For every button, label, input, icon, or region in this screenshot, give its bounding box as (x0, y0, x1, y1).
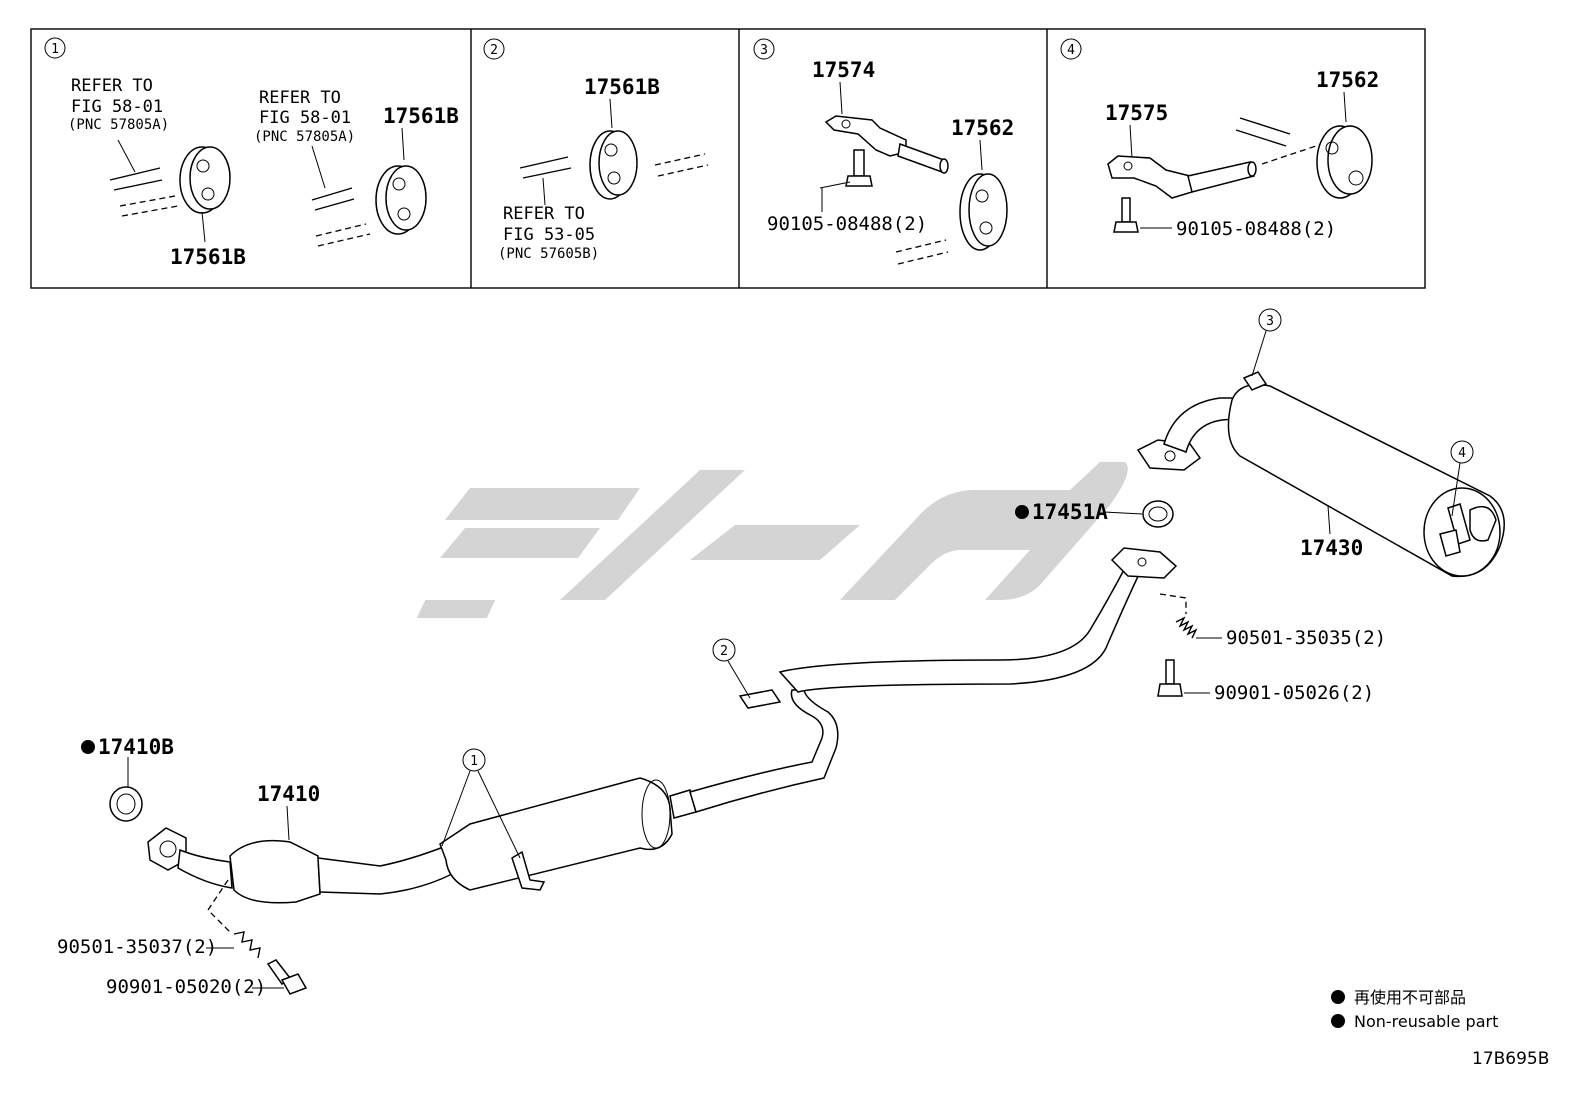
rubber-hanger-icon (179, 146, 231, 214)
callout-1: 1 (441, 748, 521, 859)
panel-1-index-circle (44, 37, 66, 59)
bolt-icon (1113, 197, 1139, 233)
panel-1-ref-b-pnc: (PNC 57805A) (254, 129, 355, 145)
spring-icon (233, 931, 261, 959)
panel-2-ref-pnc: (PNC 57605B) (498, 246, 599, 262)
part-spring-front-label: 90501-35037(2) (57, 936, 217, 958)
panel-1-ref-a-line2: FIG 58-01 (71, 97, 163, 117)
part-gasket-front-label: 17410B (98, 735, 174, 759)
part-tail-pipe-label: 17430 (1300, 536, 1363, 560)
part-spring-rear-label: 90501-35035(2) (1226, 627, 1386, 649)
panel-4-bracket-label: 17575 (1105, 101, 1168, 125)
rubber-hanger-icon (1316, 125, 1373, 199)
part-front-pipe-label: 17410 (257, 782, 320, 806)
panel-2-ref-line2: FIG 53-05 (503, 225, 595, 245)
spring-icon (1175, 616, 1198, 639)
gasket-rear (1142, 500, 1174, 528)
gasket-front (109, 786, 143, 822)
svg-text:3: 3 (1266, 314, 1274, 329)
panel-3: 3 17574 90105-08488(2) 17562 (753, 38, 1014, 265)
panel-4-hanger-label: 17562 (1316, 68, 1379, 92)
non-reusable-dot-icon (1331, 990, 1345, 1004)
callout-2: 2 (712, 638, 751, 699)
front-exhaust-pipe (147, 827, 453, 904)
panel-1-index: 1 (51, 42, 59, 57)
panel-4-index: 4 (1067, 43, 1075, 58)
watermark-logo (416, 462, 1128, 618)
rubber-hanger-icon (589, 130, 638, 200)
panel-2-ref-line1: REFER TO (503, 204, 585, 224)
panel-1-part-bottom: 17561B (170, 245, 246, 269)
panel-1-ref-a-pnc: (PNC 57805A) (68, 117, 169, 133)
panel-1-ref-a-line1: REFER TO (71, 76, 153, 96)
legend-jp: 再使用不可部品 (1354, 988, 1466, 1007)
panel-4-bolt-label: 90105-08488(2) (1176, 218, 1336, 240)
panel-3-index-circle (753, 38, 775, 60)
panel-row (30, 28, 1426, 289)
center-pipe (738, 547, 1178, 709)
panel-4: 4 17575 90105-08488(2) 17562 (1060, 38, 1379, 240)
panel-2-index: 2 (490, 43, 498, 58)
panel-2-part-top: 17561B (584, 75, 660, 99)
bolt-icon (845, 149, 873, 187)
legend-en: Non-reusable part (1354, 1012, 1498, 1031)
panel-3-hanger-label: 17562 (951, 116, 1014, 140)
svg-text:2: 2 (720, 644, 728, 659)
main-muffler (1136, 371, 1505, 578)
part-bolt-front-label: 90901-05020(2) (106, 976, 266, 998)
panel-2: 2 17561B REFER TO FIG 53-05 (PNC 57605B) (483, 38, 709, 262)
panel-1-ref-b-line2: FIG 58-01 (259, 108, 351, 128)
rubber-hanger-icon (375, 165, 427, 235)
part-bolt-rear-label: 90901-05026(2) (1214, 682, 1374, 704)
callout-4: 4 (1450, 440, 1474, 517)
panel-4-index-circle (1060, 38, 1082, 60)
part-gasket-rear-label: 17451A (1032, 500, 1108, 524)
bolt-icon (266, 959, 308, 995)
panel-3-bolt-label: 90105-08488(2) (767, 213, 927, 235)
panel-2-index-circle (483, 38, 505, 60)
hanger-bracket-icon (824, 115, 949, 174)
panel-1-ref-b-line1: REFER TO (259, 88, 341, 108)
hanger-bracket-icon (1107, 155, 1257, 199)
svg-text:1: 1 (470, 754, 478, 769)
legend: 再使用不可部品 Non-reusable part (1331, 988, 1498, 1031)
panel-3-index: 3 (760, 43, 768, 58)
bolt-icon (1157, 659, 1183, 697)
panel-1-part-right: 17561B (383, 104, 459, 128)
svg-text:4: 4 (1458, 446, 1466, 461)
center-muffler (439, 689, 839, 891)
panel-3-bracket-label: 17574 (812, 58, 875, 82)
callout-3: 3 (1251, 308, 1282, 377)
non-reusable-dot-icon (1331, 1014, 1345, 1028)
figure-code: 17B695B (1472, 1049, 1549, 1069)
rubber-hanger-icon (959, 173, 1008, 251)
panel-1: 1 REFER TO FIG 58-01 (PNC 57805A) 17561B… (44, 37, 459, 269)
